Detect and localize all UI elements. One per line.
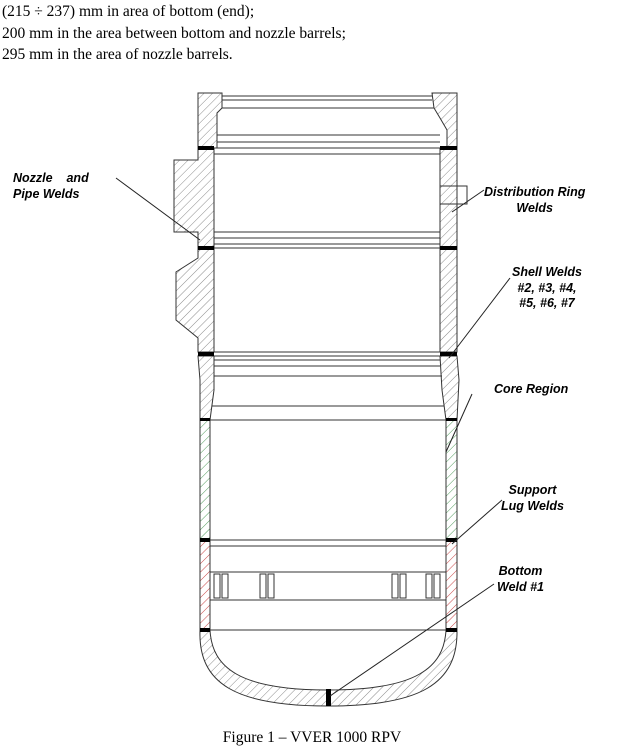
leader-lines [115, 177, 511, 697]
label-support-lug-welds: Support Lug Welds [501, 483, 564, 513]
label-shell-welds: Shell Welds #2, #3, #4, #5, #6, #7 [512, 265, 582, 310]
lower-shell-right [445, 539, 458, 631]
upper-shell-left [175, 247, 215, 353]
intro-text: (215 ÷ 237) mm in area of bottom (end); … [2, 1, 346, 66]
intro-line-2: 200 mm in the area between bottom and no… [2, 24, 346, 42]
upper-shell-right [439, 247, 458, 353]
leader-distribution-ring [451, 189, 485, 213]
label-bottom-weld: Bottom Weld #1 [497, 564, 545, 594]
nozzle-shell-right [439, 147, 458, 249]
core-shell-right [445, 419, 458, 541]
nozzle-shell-left [173, 147, 215, 249]
leader-core-region [445, 393, 473, 453]
leader-support-lugs [451, 499, 503, 545]
label-nozzle-pipe-welds: Nozzle and Pipe Welds [13, 171, 89, 201]
label-core-region: Core Region [494, 382, 569, 396]
lower-shell-left [199, 539, 211, 631]
upper-flange-left [197, 92, 223, 149]
support-lugs [213, 573, 441, 599]
internal-lines [197, 95, 446, 631]
label-distribution-ring-welds: Distribution Ring Welds [484, 185, 586, 215]
core-shell [199, 419, 458, 631]
distribution-ring-nozzle [440, 185, 468, 205]
welds [198, 146, 457, 706]
intro-line-3: 295 mm in the area of nozzle barrels. [2, 46, 233, 63]
leader-bottom-weld [329, 583, 495, 697]
leader-shell-welds [448, 277, 511, 359]
transition-ring-left [197, 355, 215, 421]
intro-line-1: (215 ÷ 237) mm in area of bottom (end); [2, 3, 255, 20]
core-shell-left [199, 419, 211, 541]
leader-nozzle-welds [115, 177, 201, 241]
figure-caption: Figure 1 – VVER 1000 RPV [222, 729, 402, 746]
transition-ring-right [439, 355, 460, 421]
upper-flange-right [431, 92, 458, 149]
